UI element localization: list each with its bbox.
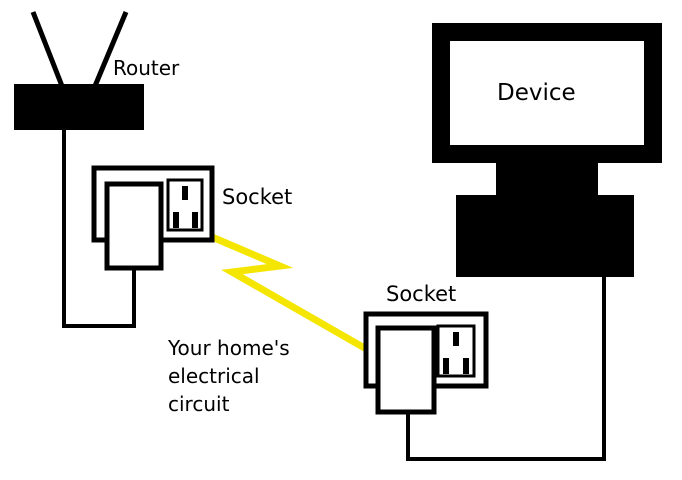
socket-left-label: Socket bbox=[222, 185, 292, 209]
socket-right-pin-top bbox=[453, 332, 459, 346]
device bbox=[432, 23, 662, 277]
socket-left-pin-right bbox=[192, 212, 198, 228]
electrical-circuit-line bbox=[210, 233, 370, 354]
powerline-adapter-left bbox=[104, 181, 164, 271]
socket-right bbox=[363, 311, 489, 415]
device-label: Device bbox=[497, 80, 576, 106]
socket-right-pin-left bbox=[443, 358, 449, 374]
circuit-label-line1: Your home's bbox=[167, 336, 290, 360]
socket-left-pin-left bbox=[173, 212, 179, 228]
circuit-label-line2: electrical bbox=[168, 364, 260, 388]
socket-left bbox=[91, 165, 215, 271]
circuit-label-line3: circuit bbox=[168, 392, 230, 416]
router-cable bbox=[62, 130, 136, 328]
device-screen bbox=[432, 23, 662, 163]
router-box bbox=[14, 84, 144, 130]
router-antenna-left bbox=[30, 11, 65, 87]
socket-right-pin-right bbox=[463, 358, 469, 374]
powerline-adapter-right bbox=[375, 325, 437, 415]
socket-left-pin-top bbox=[182, 186, 188, 200]
device-neck bbox=[496, 160, 598, 198]
router-antenna-right bbox=[92, 11, 129, 87]
socket-right-label: Socket bbox=[386, 282, 456, 306]
device-base bbox=[456, 195, 634, 277]
device-cable bbox=[406, 277, 606, 461]
router-label: Router bbox=[113, 56, 180, 80]
